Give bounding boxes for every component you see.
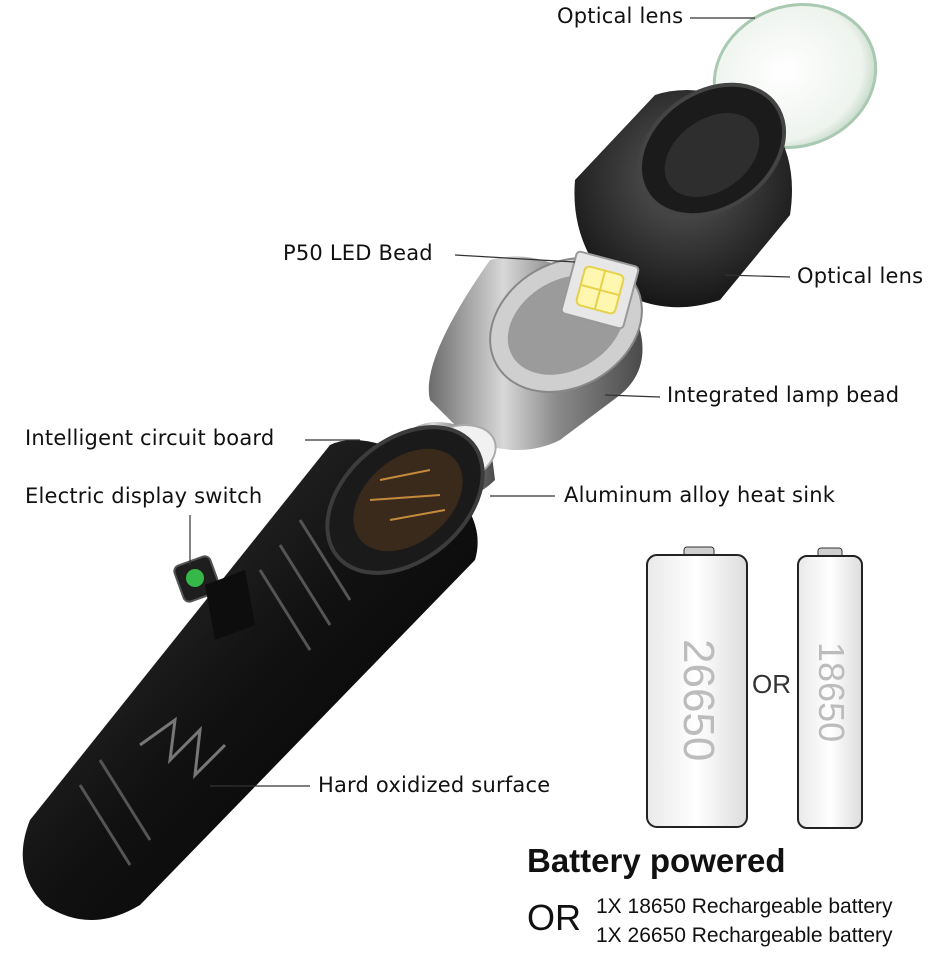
battery-26650	[646, 546, 748, 828]
battery-option-18650: 1X 18650 Rechargeable battery	[596, 895, 893, 918]
label-integrated-lamp-bead: Integrated lamp bead	[667, 383, 900, 407]
battery-powered-title: Battery powered	[527, 842, 786, 879]
label-p50-led-bead: P50 LED Bead	[283, 241, 433, 265]
led-chip	[560, 250, 640, 330]
battery-18650	[797, 547, 863, 829]
flashlight-body	[22, 425, 485, 920]
label-intelligent-circuit-board: Intelligent circuit board	[25, 426, 275, 450]
label-optical-lens-right: Optical lens	[797, 264, 924, 288]
battery-powered-or: OR	[527, 897, 581, 938]
label-optical-lens-top: Optical lens	[557, 4, 684, 28]
callout-leader-lines	[189, 17, 791, 787]
lens-bezel-cap	[574, 82, 792, 308]
battery-or-separator: OR	[752, 669, 791, 699]
battery-26650-label: 26650	[674, 639, 723, 762]
label-aluminum-heat-sink: Aluminum alloy heat sink	[564, 483, 836, 507]
label-hard-oxidized-surface: Hard oxidized surface	[318, 773, 551, 797]
label-electric-display-switch: Electric display switch	[25, 484, 263, 508]
battery-18650-label: 18650	[811, 642, 852, 743]
battery-option-26650: 1X 26650 Rechargeable battery	[596, 924, 893, 947]
